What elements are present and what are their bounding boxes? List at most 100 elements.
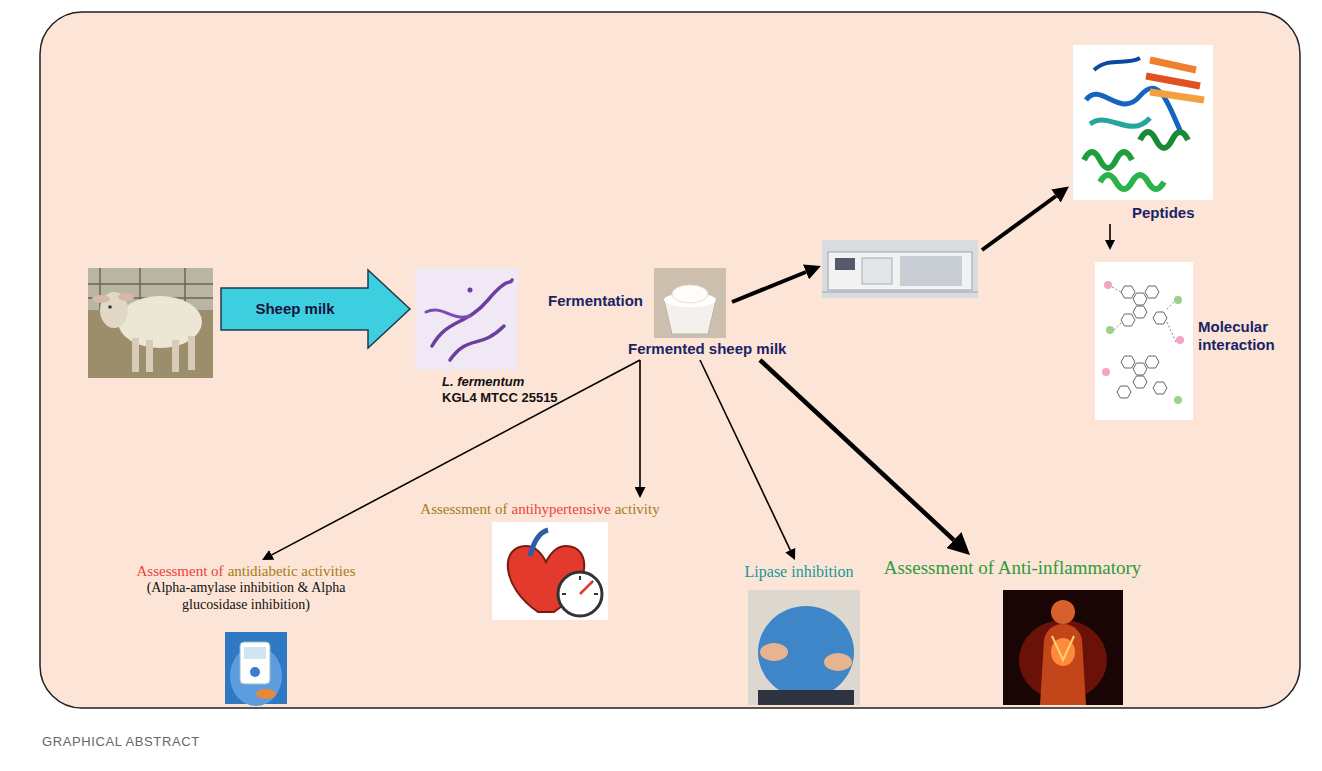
node-body: Lipase inhibition — [735, 562, 863, 581]
strain-label: L. fermentumKGL4 MTCC 25515 — [442, 374, 574, 405]
sheep-photo — [172, 340, 179, 372]
node-text: Sheep milk — [255, 300, 334, 318]
node-text: Lipase inhibition — [745, 562, 854, 581]
node-text: Peptides — [1132, 204, 1195, 222]
inflammation-image — [1003, 590, 1123, 705]
inflammation-image — [1052, 636, 1074, 660]
protein-structure — [1073, 45, 1213, 200]
sheep-photo — [118, 293, 134, 301]
belly-photo — [748, 590, 860, 705]
node-body: Sheep milk — [220, 290, 370, 328]
node-text: antidiabetic activities — [228, 562, 356, 580]
molecular-docking-image — [1095, 262, 1193, 420]
image-slot — [1068, 42, 1218, 204]
molecular-docking-image — [1112, 287, 1176, 342]
protein-structure — [1073, 45, 1213, 200]
image-slot — [1090, 252, 1198, 420]
molecular-docking-image — [1117, 386, 1131, 398]
node-text: L. fermentum — [442, 374, 524, 390]
product-node: Fermented sheep milk — [628, 266, 802, 358]
flow-connector — [272, 360, 640, 555]
node-body: Peptides — [1068, 204, 1218, 222]
mass-spectrometer-photo — [828, 252, 972, 290]
process-label: Fermentation — [548, 292, 643, 309]
belly-photo — [824, 653, 852, 671]
text-row: Molecular interaction — [1198, 318, 1293, 354]
sheep-photo — [88, 268, 213, 378]
molecular-docking-image — [1102, 368, 1110, 376]
assay-node: Assessment ofantidiabetic activities(Alp… — [115, 562, 377, 614]
node-body: Assessment ofantidiabetic activities(Alp… — [115, 562, 377, 614]
node-text: Assessment of — [137, 562, 224, 580]
sheep-photo — [132, 338, 139, 372]
mass-spectrometer-photo — [822, 292, 978, 293]
image-slot — [628, 266, 802, 340]
node-text: Assessment of Anti-inflammatory — [884, 557, 1142, 580]
flow-arrow-line — [982, 196, 1056, 250]
molecular-docking-image — [1095, 262, 1193, 420]
flow-connector — [760, 360, 954, 540]
sheep-photo — [88, 268, 213, 378]
node-body: Molecular interaction — [1198, 318, 1293, 354]
text-row: Assessment of Anti-inflammatory — [870, 557, 1155, 580]
molecular-docking-image — [1174, 296, 1182, 304]
heart-gauge-image — [562, 576, 598, 594]
heart-gauge-image — [492, 522, 608, 620]
molecular-docking-image — [1145, 286, 1159, 298]
docking-node: Molecular interaction — [1090, 252, 1295, 420]
molecular-docking-image — [1106, 326, 1114, 334]
yogurt-photo — [672, 285, 708, 303]
figure-caption: GRAPHICAL ABSTRACT — [42, 734, 200, 749]
mass-spectrometer-photo — [822, 240, 978, 298]
flow-connector — [700, 360, 790, 550]
node-text: Molecular interaction — [1198, 318, 1293, 354]
block-arrow-shape — [221, 270, 410, 348]
node-text: (Alpha-amylase inhibition & Alpha glucos… — [146, 580, 346, 614]
glucometer-image — [230, 646, 282, 706]
node-body: Assessment of Anti-inflammatory — [870, 557, 1155, 580]
glucometer-image — [225, 632, 287, 706]
molecular-docking-image — [1133, 363, 1147, 375]
flow-connector — [1109, 224, 1111, 240]
text-row: Assessment ofantihypertensiveactivity — [405, 500, 675, 518]
peptide-node: Peptides — [1068, 42, 1218, 222]
protein-structure — [1140, 132, 1188, 148]
node-text: Assessment of — [420, 500, 507, 518]
yogurt-photo — [654, 268, 726, 338]
yogurt-photo — [654, 268, 726, 338]
flow-connector — [639, 360, 641, 487]
abstract-panel — [40, 12, 1300, 708]
sheep-photo — [146, 340, 153, 372]
belly-photo — [748, 590, 860, 705]
heart-gauge-image — [580, 582, 592, 594]
molecular-docking-image — [1153, 382, 1167, 394]
glucometer-image — [256, 689, 276, 699]
heart-gauge-image — [558, 572, 602, 616]
text-row: (Alpha-amylase inhibition & Alpha glucos… — [146, 580, 346, 614]
microscope-image — [415, 268, 518, 370]
glucometer-image — [244, 647, 266, 659]
sheep-photo — [188, 336, 195, 370]
microscope-image — [415, 268, 518, 370]
protein-structure — [1150, 60, 1196, 70]
mass-spectrometer-photo — [835, 258, 855, 270]
molecular-docking-image — [1121, 314, 1135, 326]
molecular-docking-image — [1133, 376, 1147, 388]
molecular-docking-image — [1133, 293, 1147, 305]
assay-node: Lipase inhibition — [735, 562, 863, 581]
molecular-docking-image — [1121, 286, 1135, 298]
node-body: Assessment ofantihypertensiveactivity — [405, 500, 675, 518]
inflammation-image — [1040, 624, 1086, 705]
belly-photo — [760, 643, 788, 661]
flow-arrow-box: Sheep milk — [220, 268, 412, 350]
glucometer-image — [250, 667, 260, 677]
heart-gauge-image — [530, 530, 548, 556]
molecular-docking-image — [1174, 396, 1182, 404]
text-row: Assessment ofantidiabetic activities — [115, 562, 377, 580]
molecular-docking-image — [1153, 312, 1167, 324]
text-row: Lipase inhibition — [735, 562, 863, 581]
molecular-docking-image — [1133, 306, 1147, 318]
